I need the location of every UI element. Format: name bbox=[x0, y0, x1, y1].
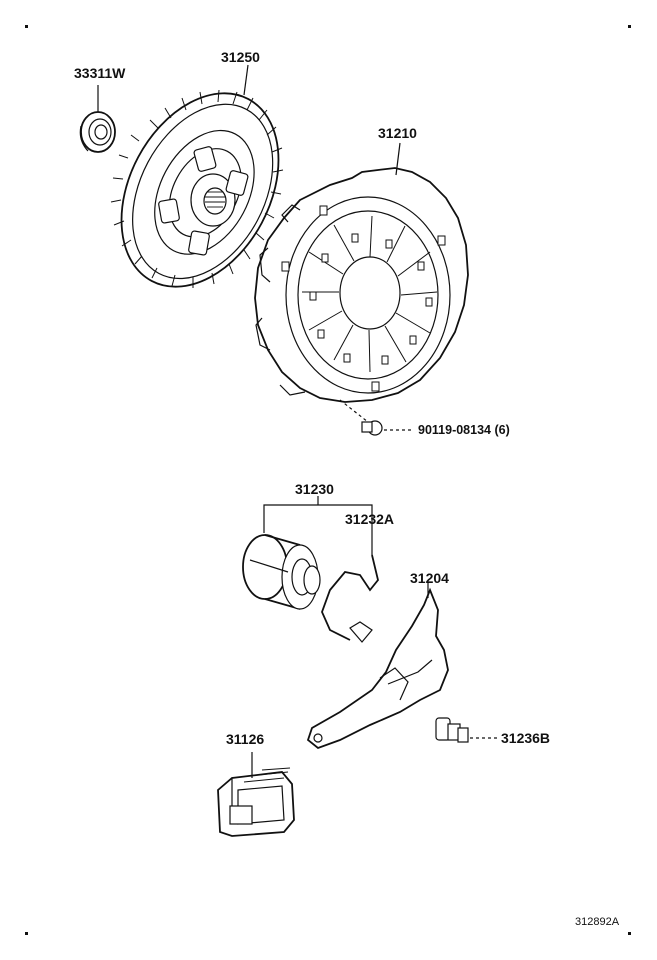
fork-boot-part bbox=[217, 752, 295, 837]
callout-clutch-cover: 31210 bbox=[378, 125, 417, 141]
release-bearing-part bbox=[242, 496, 373, 610]
release-fork-part bbox=[306, 582, 449, 750]
cover-bolt-part bbox=[339, 399, 412, 436]
corner-marks bbox=[25, 25, 631, 935]
callout-cover-bolt: 90119-08134 (6) bbox=[418, 423, 510, 437]
clutch-disc-part bbox=[110, 64, 284, 288]
callout-fork-boot: 31126 bbox=[226, 731, 264, 747]
clutch-cover-part bbox=[254, 142, 469, 403]
seal-part bbox=[79, 85, 116, 153]
callout-release-bearing: 31230 bbox=[295, 481, 334, 497]
figure-code: 312892A bbox=[575, 916, 620, 928]
callout-bearing-clip: 31232A bbox=[345, 511, 394, 527]
callout-release-fork: 31204 bbox=[410, 570, 449, 586]
pivot-stud-part bbox=[435, 717, 498, 743]
callout-seal: 33311W bbox=[74, 65, 126, 81]
bearing-clip-part bbox=[321, 554, 379, 643]
callout-clutch-disc: 31250 bbox=[221, 49, 260, 65]
callout-pivot-stud: 31236B bbox=[501, 730, 550, 746]
